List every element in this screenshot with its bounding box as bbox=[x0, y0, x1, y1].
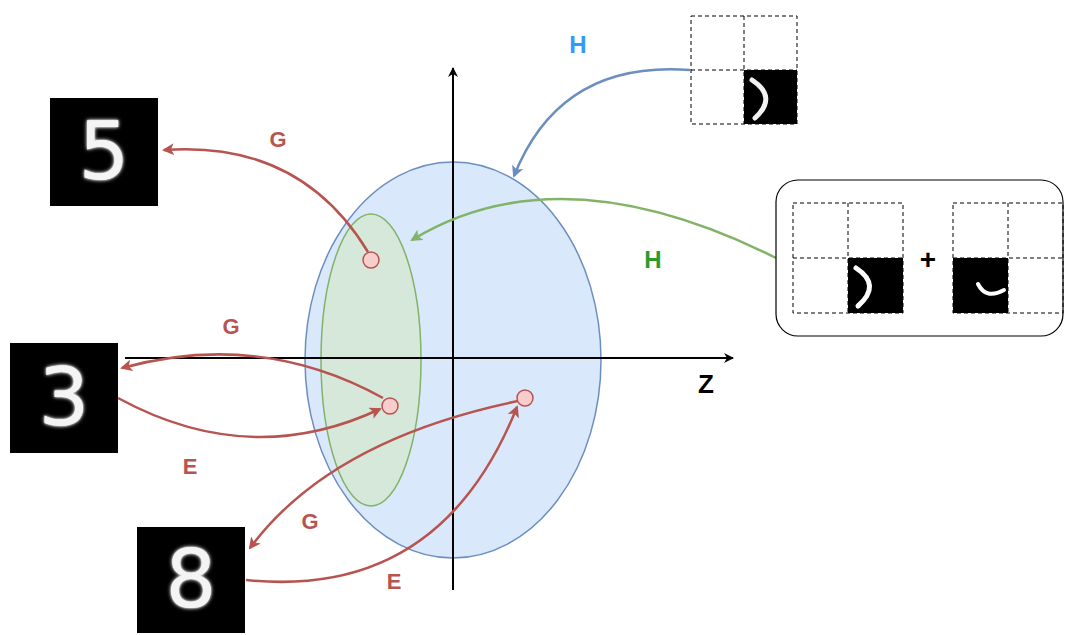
h-arrow bbox=[412, 199, 776, 258]
patch-grid bbox=[953, 203, 1063, 313]
digit-image: 3 bbox=[10, 343, 118, 453]
e-label: E bbox=[387, 571, 402, 593]
g-label: G bbox=[269, 129, 286, 151]
sub-region bbox=[321, 214, 421, 506]
plus-sign: + bbox=[920, 246, 936, 274]
h-label: H bbox=[569, 33, 586, 57]
digit-glyph: 8 bbox=[166, 540, 217, 620]
g-label: G bbox=[222, 316, 239, 338]
latent-point bbox=[363, 252, 379, 268]
z-axis bbox=[125, 357, 733, 359]
generator-arrow bbox=[122, 354, 383, 398]
latent-point bbox=[382, 398, 398, 414]
patch-grid bbox=[793, 203, 903, 313]
encoder-arrow bbox=[246, 407, 517, 582]
axis-label: Z bbox=[698, 371, 714, 397]
generator-arrow bbox=[250, 401, 518, 548]
digit-image: 5 bbox=[50, 98, 158, 206]
g-label: G bbox=[301, 511, 318, 533]
digit-glyph: 5 bbox=[79, 112, 130, 192]
generator-arrow bbox=[164, 149, 368, 252]
patch-grid bbox=[691, 16, 797, 124]
latent-point bbox=[517, 390, 533, 406]
h-label: H bbox=[644, 248, 661, 272]
digit-image: 8 bbox=[137, 527, 245, 633]
encoder-arrow bbox=[118, 398, 380, 437]
digit-glyph: 3 bbox=[39, 358, 90, 438]
patch-group-box bbox=[776, 180, 1063, 336]
h-arrow bbox=[514, 69, 690, 176]
e-label: E bbox=[183, 456, 198, 478]
